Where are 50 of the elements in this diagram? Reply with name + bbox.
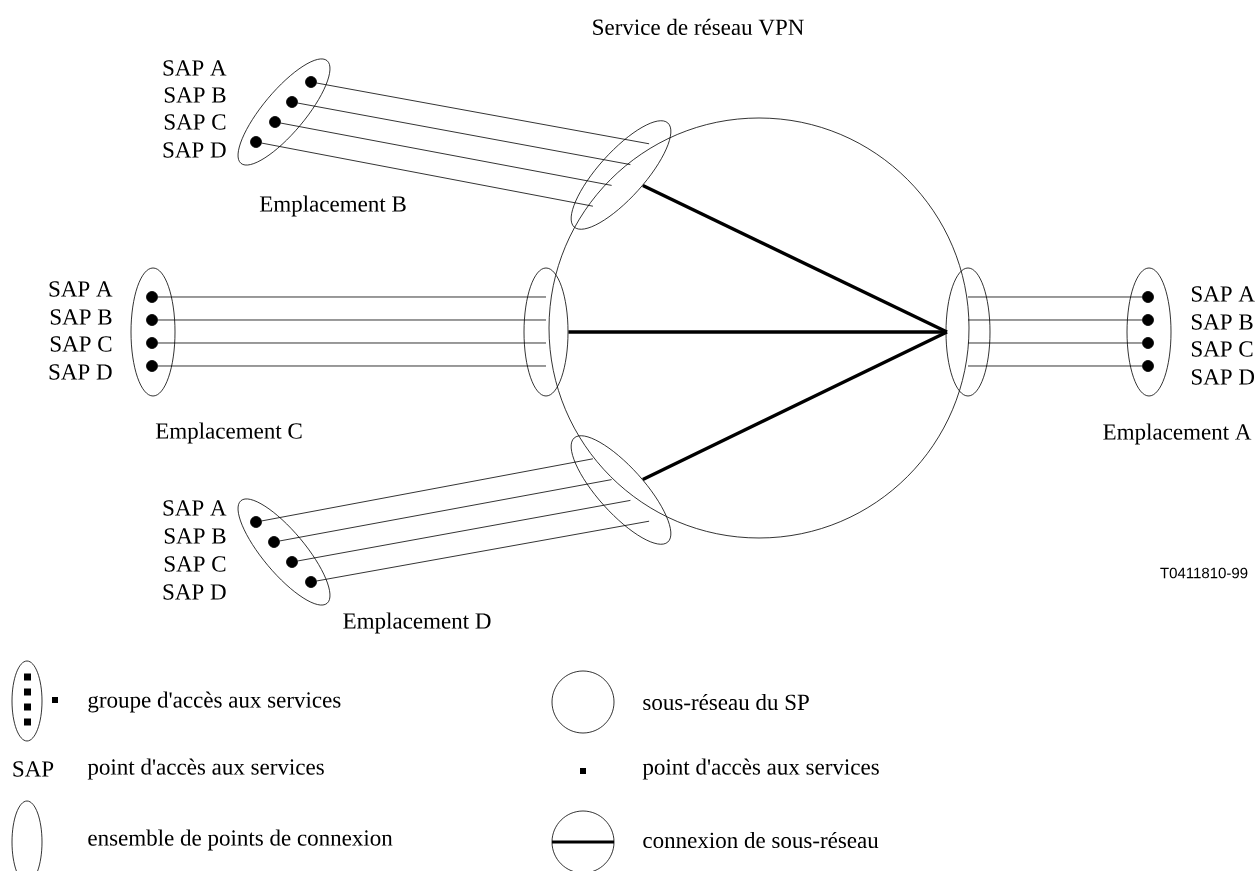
connection-point-ellipse	[523, 267, 569, 397]
sap-label: SAP C	[1191, 341, 1253, 357]
connection-line	[967, 365, 1143, 367]
sap-label: SAP D	[1191, 369, 1255, 385]
sap-label: SAP D	[49, 364, 112, 380]
sap-label: SAP A	[49, 281, 113, 297]
connection-line	[316, 520, 650, 582]
sap-label: SAP D	[163, 584, 226, 600]
sap-label: SAP A	[1191, 286, 1255, 302]
subnetwork-circle	[548, 117, 970, 539]
legend-text: groupe d'accès aux services	[88, 691, 341, 713]
legend-text: sous-réseau du SP	[643, 693, 809, 711]
connection-line	[280, 122, 612, 186]
sap-label: SAP D	[163, 142, 226, 158]
sap-label: SAP A	[163, 60, 227, 76]
legend-text: connexion de sous-réseau	[643, 831, 879, 849]
legend-text: point d'accès aux services	[642, 758, 879, 780]
connection-line	[157, 365, 547, 367]
sap-label: SAP B	[164, 528, 226, 544]
figure-number: T0411810-99	[1160, 567, 1248, 579]
abbreviation-label: SAP	[13, 761, 54, 777]
sap-label: SAP A	[163, 500, 227, 516]
legend-text: point d'accès aux services	[87, 758, 324, 780]
connection-line	[261, 142, 594, 207]
connection-line	[967, 342, 1143, 344]
connection-line	[967, 296, 1143, 298]
legend-text: ensemble de points de connexion	[88, 829, 393, 851]
connection-line	[157, 342, 547, 344]
connection-line	[279, 479, 612, 542]
connection-line	[297, 500, 631, 562]
site-label: Emplacement B	[259, 195, 406, 217]
connection-line	[316, 82, 650, 145]
subnetwork-connection	[642, 330, 948, 481]
sap-label: SAP B	[1191, 314, 1253, 330]
sap-label: SAP C	[164, 114, 226, 130]
sap-label: SAP B	[50, 309, 112, 325]
sap-label: SAP B	[164, 87, 226, 103]
connection-line	[157, 319, 547, 321]
connection-point-ellipse	[945, 267, 991, 397]
site-label: Emplacement A	[1103, 423, 1252, 445]
subnetwork-connection	[642, 184, 948, 334]
sap-label: SAP C	[164, 556, 226, 572]
title: Service de réseau VPN	[593, 18, 804, 36]
site-label: Emplacement D	[343, 612, 491, 634]
connection-line	[297, 102, 631, 165]
connection-line	[967, 319, 1143, 321]
site-label: Emplacement C	[155, 422, 302, 444]
connection-line	[261, 458, 594, 522]
connection-line	[157, 296, 547, 298]
sap-label: SAP C	[50, 336, 112, 352]
